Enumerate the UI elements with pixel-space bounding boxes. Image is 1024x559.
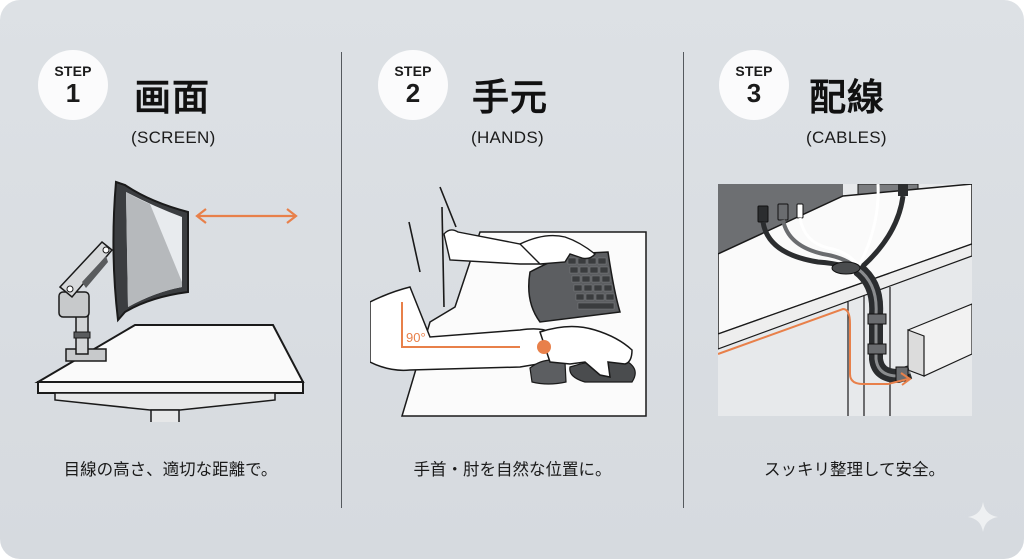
column-divider xyxy=(341,52,342,508)
step-label: STEP xyxy=(394,63,432,79)
step-number: 2 xyxy=(405,78,421,108)
monitor-arm-illustration xyxy=(34,180,305,422)
step-title: 手元 xyxy=(472,76,548,119)
step-caption: 手首・肘を自然な位置に。 xyxy=(413,460,612,479)
cable-management-illustration xyxy=(718,184,972,416)
step-number: 1 xyxy=(65,78,81,108)
step-badge: STEP 1 xyxy=(38,50,108,120)
step-badge: STEP 3 xyxy=(719,50,789,120)
step-caption: スッキリ整理して安全。 xyxy=(763,460,945,479)
sparkle-icon xyxy=(968,502,998,532)
step-label: STEP xyxy=(735,63,773,79)
angle-label: 90° xyxy=(406,330,426,345)
step-3-column: STEP 3 配線 (CABLES) xyxy=(684,0,1024,559)
step-label: STEP xyxy=(54,63,92,79)
column-divider xyxy=(683,52,684,508)
step-subtitle: (HANDS) xyxy=(471,128,544,147)
step-subtitle: (CABLES) xyxy=(806,128,887,147)
step-title: 配線 xyxy=(809,76,885,119)
step-2-column: STEP 2 手元 (HANDS) xyxy=(342,0,683,559)
step-number: 3 xyxy=(746,78,762,108)
step-title: 画面 xyxy=(134,76,210,119)
step-subtitle: (SCREEN) xyxy=(131,128,216,147)
step-1-column: STEP 1 画面 (SCREEN) xyxy=(0,0,341,559)
step-badge: STEP 2 xyxy=(378,50,448,120)
hands-keyboard-illustration: 90° xyxy=(370,186,647,417)
step-caption: 目線の高さ、適切な距離で。 xyxy=(63,460,278,479)
